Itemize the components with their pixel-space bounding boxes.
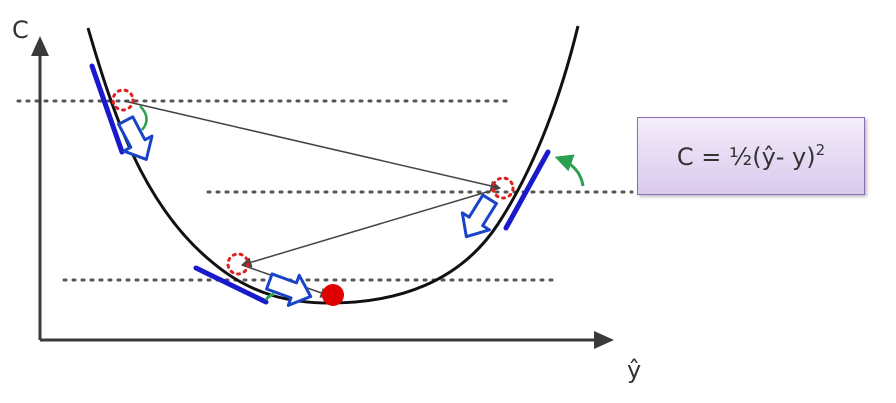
y-axis-label: C — [12, 16, 29, 44]
cost-formula-exponent: 2 — [815, 141, 826, 159]
tangent-line-2 — [503, 149, 551, 231]
tangent-line-3 — [193, 265, 269, 305]
red-ball-icon — [322, 284, 344, 306]
eval-point-2 — [491, 176, 515, 200]
cost-formula: C = ½(ŷ- y)2 — [677, 141, 825, 171]
step-arrow-3-icon — [265, 272, 313, 307]
cost-formula-box: C = ½(ŷ- y)2 — [637, 117, 865, 195]
y-axis-arrowhead — [31, 36, 49, 56]
step-arrow-1-icon — [117, 115, 154, 161]
cost-formula-main: C = ½(ŷ- y) — [676, 143, 816, 171]
x-axis-label: ŷ — [627, 356, 641, 384]
tangent-line-1 — [89, 63, 125, 155]
eval-point-1 — [111, 88, 135, 112]
eval-point-3 — [226, 252, 250, 276]
rotation-arrow-2-icon — [554, 154, 585, 187]
jump-line-2 — [240, 187, 501, 268]
x-axis-arrowhead — [594, 331, 614, 349]
jump-line-1 — [123, 100, 502, 191]
rotation-arrow-1-icon — [139, 105, 148, 131]
step-arrow-2-icon — [460, 193, 498, 239]
rotation-arrow-3-icon — [264, 292, 275, 301]
cost-curve — [86, 25, 580, 305]
